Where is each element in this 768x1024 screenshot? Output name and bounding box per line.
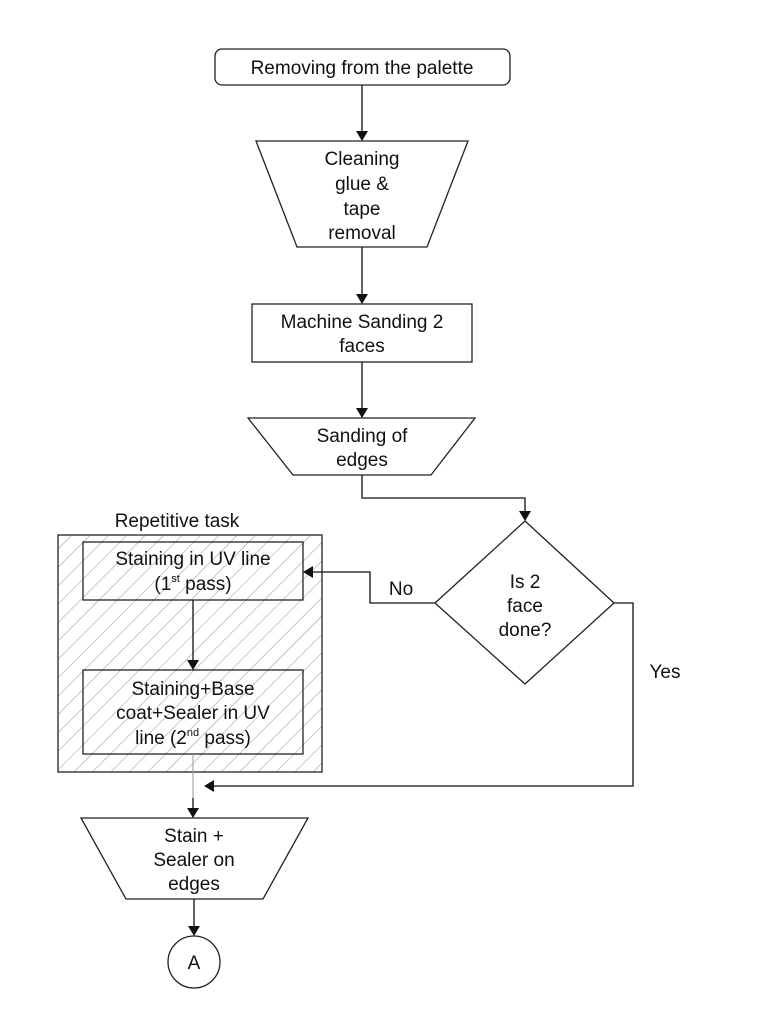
machine-sanding-node: Machine Sanding 2 faces (251, 303, 473, 363)
staining2-label-3: line (2nd pass) (135, 727, 251, 749)
edge-yes (204, 602, 634, 792)
staining-pass2-node: Staining+Base coat+Sealer in UV line (2n… (82, 669, 304, 755)
edge-no (303, 566, 435, 604)
staining1-label-1: Staining in UV line (115, 549, 270, 570)
yes-label: Yes (650, 662, 681, 683)
machine-sanding-label-2: faces (339, 336, 384, 357)
start-node: Removing from the palette (214, 48, 511, 86)
cleaning-label-2: glue & (335, 174, 389, 195)
stain-edges-label-1: Stain + (164, 826, 224, 847)
repetitive-task-group: Repetitive task (57, 511, 323, 773)
decision-label-3: done? (499, 620, 552, 641)
sanding-edges-label-1: Sanding of (317, 426, 409, 447)
decision-node: Is 2 face done? (434, 520, 615, 685)
cleaning-label-3: tape (344, 199, 381, 220)
staining-pass1-node: Staining in UV line (1st pass) (82, 541, 304, 601)
sanding-edges-node: Sanding of edges (246, 417, 477, 476)
stain-edges-label-3: edges (168, 874, 220, 895)
no-label: No (389, 579, 413, 600)
staining1-label-2: (1st pass) (154, 573, 231, 595)
stain-edges-label-2: Sealer on (153, 850, 234, 871)
staining2-label-2: coat+Sealer in UV (116, 703, 270, 724)
stain-edges-node: Stain + Sealer on edges (79, 817, 310, 900)
edge-edges-decision (361, 475, 531, 521)
group-title: Repetitive task (115, 511, 240, 532)
decision-label-1: Is 2 (510, 572, 541, 593)
cleaning-label-4: removal (328, 223, 396, 244)
sanding-edges-label-2: edges (336, 450, 388, 471)
cleaning-label-1: Cleaning (325, 149, 400, 170)
staining2-label-1: Staining+Base (131, 679, 254, 700)
connector-a: A (167, 935, 221, 989)
connector-label: A (188, 953, 201, 974)
decision-label-2: face (507, 596, 543, 617)
cleaning-node: Cleaning glue & tape removal (255, 140, 469, 248)
machine-sanding-label-1: Machine Sanding 2 (281, 312, 444, 333)
start-label: Removing from the palette (251, 58, 474, 79)
